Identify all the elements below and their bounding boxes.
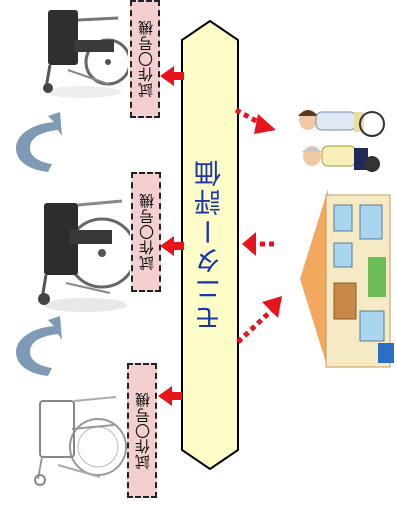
prototype-label-text: 試作〇号機 [136, 20, 155, 98]
banner-label: モニター評価 [194, 158, 226, 332]
wheelchair-icon [38, 199, 130, 312]
red-dotted-arrow-icon [242, 232, 274, 256]
red-arrow-left-icon [160, 66, 184, 86]
prototype-label: 試作〇号機 [130, 0, 160, 118]
red-dotted-arrow-icon [236, 296, 282, 344]
curved-arrow-icon [16, 316, 62, 376]
prototype-label-text: 試作〇号機 [133, 391, 152, 470]
monitor-evaluation-banner: モニター評価 [181, 20, 239, 470]
red-dotted-arrow-icon [234, 107, 276, 134]
caregiver-icon [298, 110, 385, 172]
wheelchair-icon [34, 396, 127, 486]
prototype-label-text: 試作〇号機 [137, 193, 156, 271]
prototype-label: 試作〇号機 [131, 172, 161, 292]
wheelchair-icon [43, 10, 128, 98]
red-arrow-left-icon [158, 386, 182, 406]
prototype-label: 試作〇号機 [127, 363, 157, 498]
curved-arrow-icon [16, 112, 62, 172]
red-arrow-left-icon [160, 236, 184, 256]
house-icon [300, 189, 394, 369]
